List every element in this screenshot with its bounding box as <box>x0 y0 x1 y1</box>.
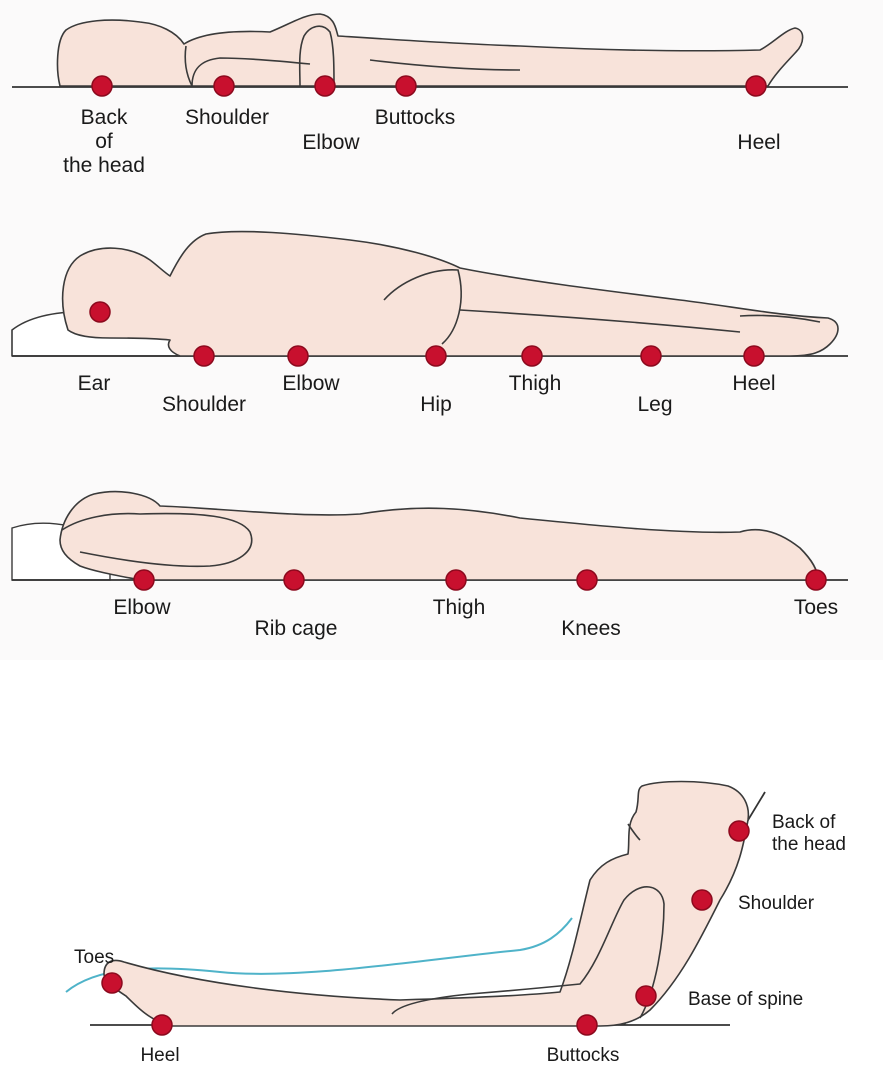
seated-figure <box>66 782 765 1036</box>
marker-supine-shoulder <box>214 76 234 96</box>
label-side-thigh: Thigh <box>509 372 562 396</box>
marker-seated-heel <box>152 1015 172 1035</box>
prone-body <box>60 492 818 580</box>
marker-seated-buttocks <box>577 1015 597 1035</box>
label-seated-base-of-spine: Base of spine <box>688 988 803 1012</box>
label-seated-buttocks: Buttocks <box>547 1044 620 1068</box>
marker-side-thigh <box>522 346 542 366</box>
marker-prone-elbow <box>134 570 154 590</box>
label-seated-shoulder: Shoulder <box>738 892 814 916</box>
prone-figure <box>12 492 848 590</box>
marker-seated-toes <box>102 973 122 993</box>
marker-prone-thigh <box>446 570 466 590</box>
marker-seated-spine <box>636 986 656 1006</box>
marker-supine-elbow <box>315 76 335 96</box>
label-seated-back-of-head: Back of the head <box>772 812 846 856</box>
label-side-heel: Heel <box>732 372 775 396</box>
marker-side-leg <box>641 346 661 366</box>
label-side-leg: Leg <box>637 393 672 417</box>
marker-side-ear <box>90 302 110 322</box>
label-seated-heel: Heel <box>140 1044 179 1068</box>
marker-supine-heel <box>746 76 766 96</box>
side-lying-figure <box>12 232 848 366</box>
label-side-shoulder: Shoulder <box>162 393 246 417</box>
label-side-hip: Hip <box>420 393 452 417</box>
label-supine-shoulder: Shoulder <box>185 106 269 130</box>
marker-prone-toes <box>806 570 826 590</box>
marker-prone-rib-cage <box>284 570 304 590</box>
label-prone-elbow: Elbow <box>113 596 170 620</box>
marker-supine-head <box>92 76 112 96</box>
label-side-elbow: Elbow <box>282 372 339 396</box>
marker-seated-head <box>729 821 749 841</box>
label-prone-knees: Knees <box>561 617 621 641</box>
marker-side-elbow <box>288 346 308 366</box>
label-supine-elbow: Elbow <box>302 131 359 155</box>
label-supine-buttocks: Buttocks <box>375 106 456 130</box>
supine-body <box>58 14 803 86</box>
marker-prone-knees <box>577 570 597 590</box>
marker-supine-buttocks <box>396 76 416 96</box>
label-prone-toes: Toes <box>794 596 838 620</box>
label-prone-rib-cage: Rib cage <box>255 617 338 641</box>
side-body <box>63 232 838 356</box>
supine-figure <box>12 14 848 96</box>
label-seated-toes: Toes <box>74 946 114 970</box>
label-supine-back-of-head: Back of the head <box>63 106 145 178</box>
marker-side-heel <box>744 346 764 366</box>
label-prone-thigh: Thigh <box>433 596 486 620</box>
marker-seated-shoulder <box>692 890 712 910</box>
marker-side-hip <box>426 346 446 366</box>
marker-side-shoulder <box>194 346 214 366</box>
label-side-ear: Ear <box>78 372 111 396</box>
label-supine-heel: Heel <box>737 131 780 155</box>
